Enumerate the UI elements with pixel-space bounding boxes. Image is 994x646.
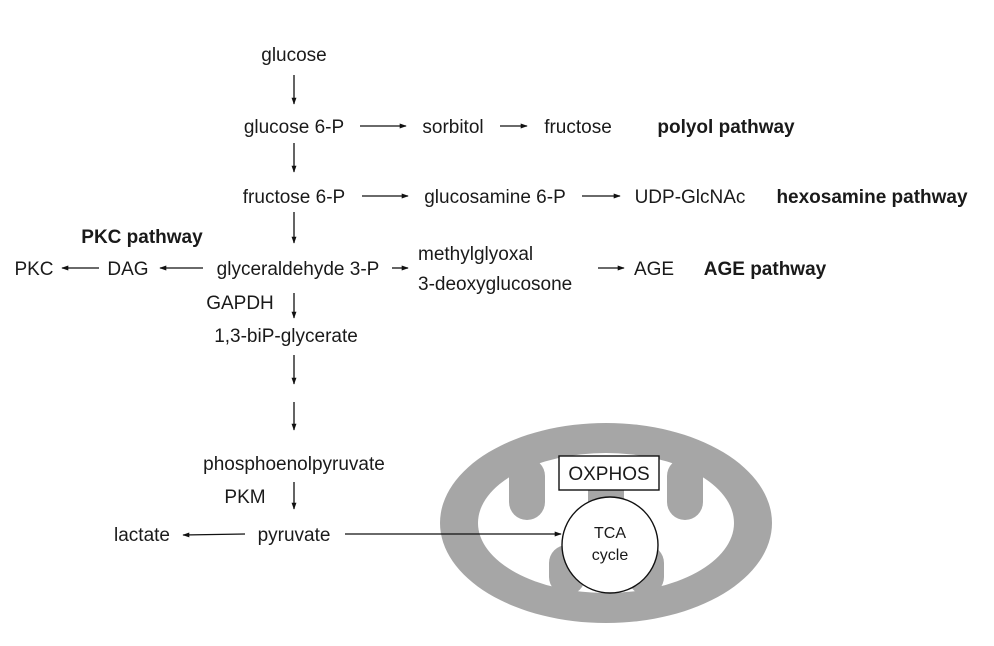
udp-glcnac-label: UDP-GlcNAc xyxy=(635,187,746,208)
cycle-label: cycle xyxy=(592,547,629,564)
lactate-label: lactate xyxy=(114,525,170,546)
metabolite-labels: glucose glucose 6-P sorbitol fructose fr… xyxy=(14,45,745,546)
methylglyoxal-label: methylglyoxal xyxy=(418,244,533,265)
gapdh-label: GAPDH xyxy=(206,293,274,314)
oxphos-label: OXPHOS xyxy=(568,464,649,485)
pkc-label: PKC xyxy=(14,259,53,280)
age-label: AGE xyxy=(634,259,674,280)
sorbitol-label: sorbitol xyxy=(422,117,483,138)
fructose-6p-label: fructose 6-P xyxy=(243,187,345,208)
arrow-pyruvate-to-lactate xyxy=(182,532,246,538)
age-pathway-label: AGE pathway xyxy=(704,259,827,280)
dag-label: DAG xyxy=(107,259,148,280)
glyceraldehyde-3p-label: glyceraldehyde 3-P xyxy=(217,259,380,280)
tca-cycle-circle xyxy=(561,496,659,594)
glucose-6p-label: glucose 6-P xyxy=(244,117,344,138)
deoxyglucosone-label: 3-deoxyglucosone xyxy=(418,274,572,295)
tca-label: TCA xyxy=(594,525,626,542)
polyol-pathway-label: polyol pathway xyxy=(657,117,795,138)
oxphos-box xyxy=(558,455,660,491)
glucose-label: glucose xyxy=(261,45,327,66)
glucosamine-6p-label: glucosamine 6-P xyxy=(424,187,566,208)
pkc-pathway-label: PKC pathway xyxy=(81,227,203,248)
pkm-label: PKM xyxy=(224,487,265,508)
hexosamine-pathway-label: hexosamine pathway xyxy=(776,187,968,208)
pathway-labels: polyol pathway hexosamine pathway PKC pa… xyxy=(81,117,968,280)
bisphosphoglycerate-label: 1,3-biP-glycerate xyxy=(214,326,358,347)
branch-arrows xyxy=(61,123,625,538)
mitochondrion: TCA cycle OXPHOS xyxy=(440,423,772,623)
phosphoenolpyruvate-label: phosphoenolpyruvate xyxy=(203,454,385,475)
crista-top-right xyxy=(667,458,703,520)
crista-top-left xyxy=(509,458,545,520)
pyruvate-label: pyruvate xyxy=(258,525,331,546)
enzyme-labels: GAPDH PKM xyxy=(206,293,274,508)
fructose-label: fructose xyxy=(544,117,612,138)
